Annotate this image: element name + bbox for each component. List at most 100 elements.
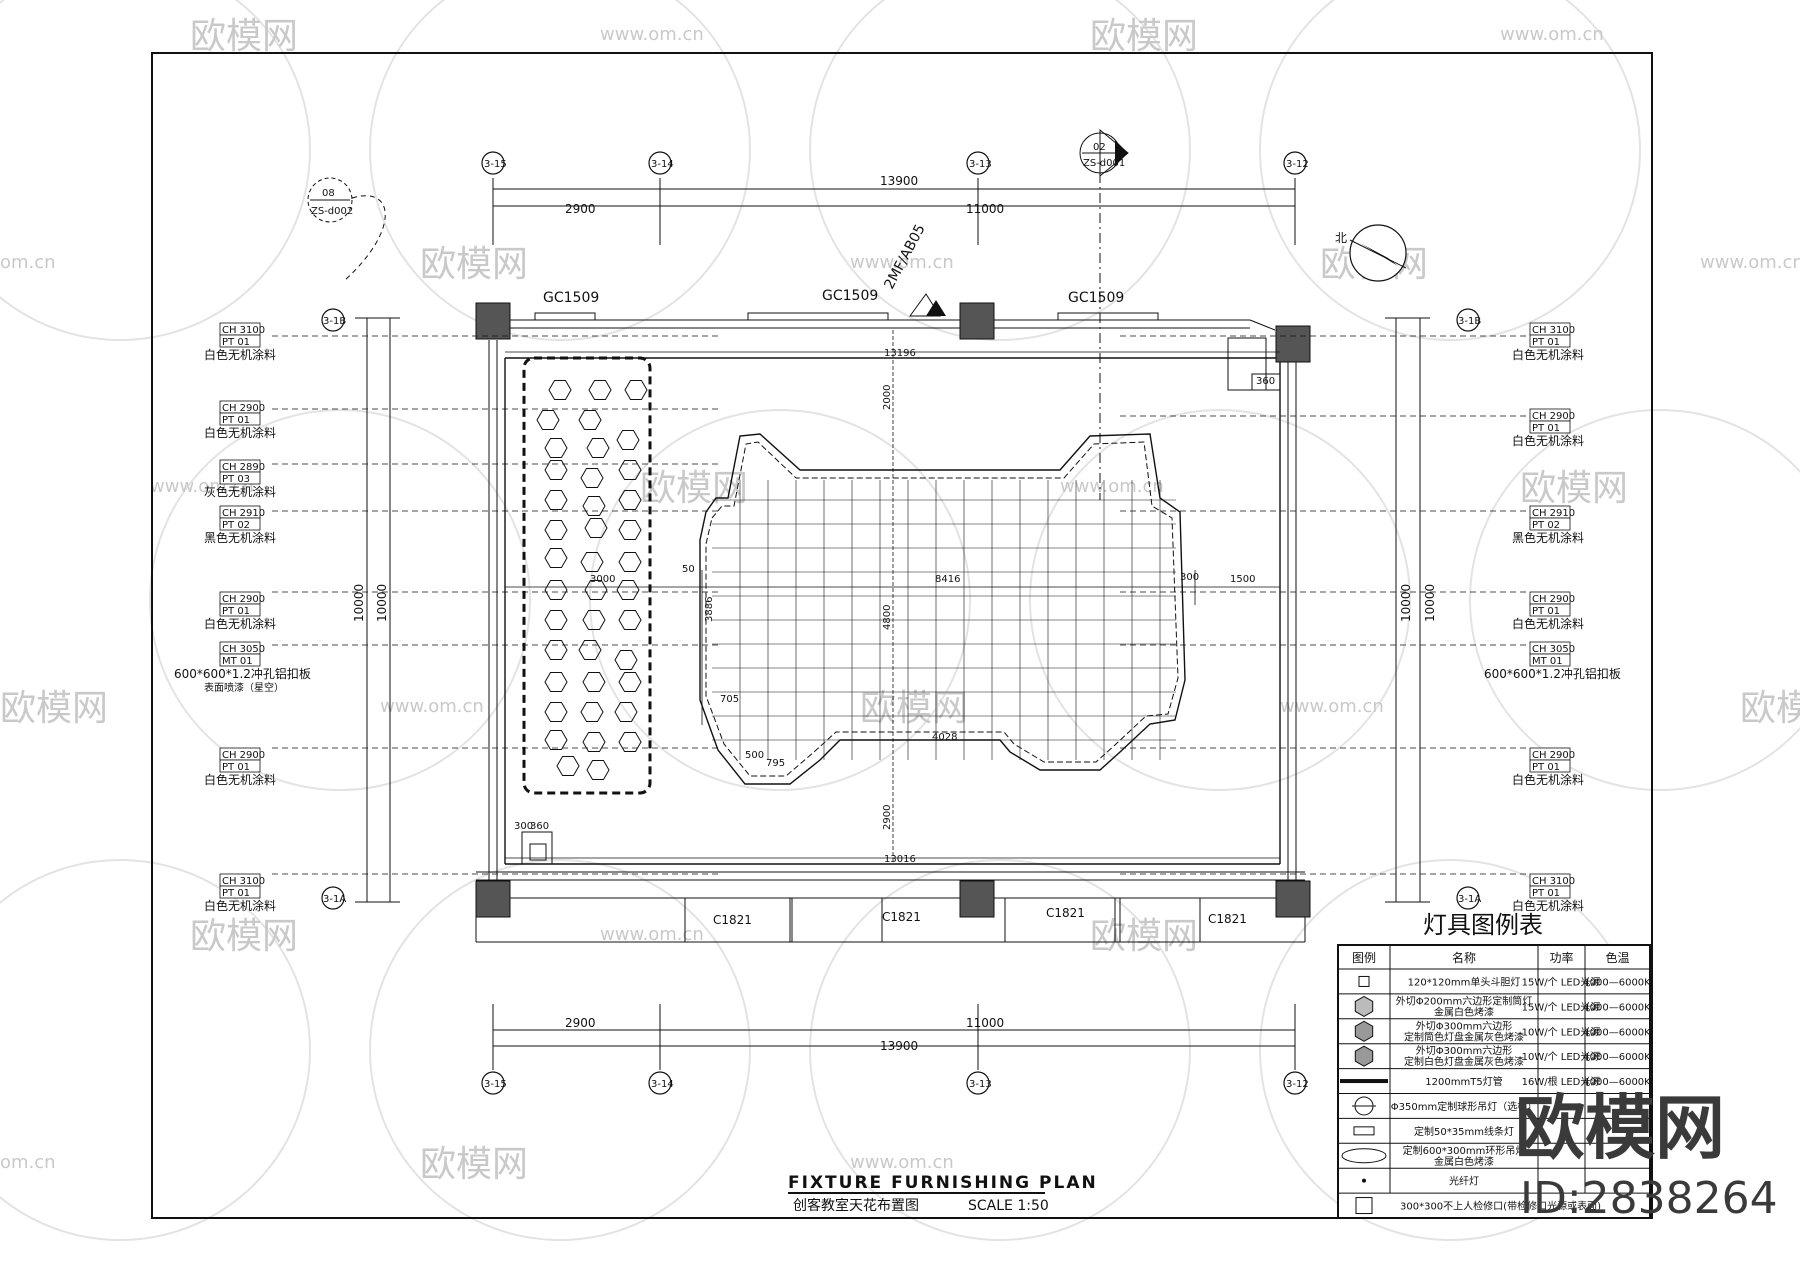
legend-name: 定制筒色灯盘金属灰色烤漆 — [1404, 1030, 1524, 1043]
hexagon-light — [544, 460, 568, 480]
dim-inner-width-top: 13196 — [884, 348, 916, 359]
watermark-ring — [369, 859, 751, 1241]
window-tag: C1821 — [713, 913, 752, 927]
legend-header: 名称 — [1452, 950, 1476, 965]
legend-name: 外切Φ300mm六边形 — [1416, 1045, 1512, 1057]
tag-box — [1529, 759, 1571, 773]
watermark-site: www.om.cn — [380, 696, 484, 717]
legend-power: 16W/根 LED光源 — [1522, 1075, 1601, 1088]
tag-code: CH 2900 — [222, 403, 265, 414]
watermark-brand: 欧模网 — [1090, 916, 1198, 957]
legend-power: 15W/个 LED光源 — [1522, 1000, 1601, 1013]
hexagon-lights — [536, 380, 648, 780]
hexagon-light — [580, 552, 604, 572]
dim-height-inner: 10000 — [1423, 584, 1437, 622]
hexagon-light — [544, 730, 568, 750]
axis-label: 3-13 — [969, 1079, 992, 1090]
legend-temp: 4000—6000K — [1583, 1077, 1651, 1088]
watermark-layer: 欧模网 www.om.cn 欧模网 www.om.cn om.cn 欧模网 ww… — [0, 0, 1800, 1241]
tag-code: PT 01 — [1532, 606, 1560, 617]
watermark-site: www.om.cn — [850, 252, 954, 273]
tag-code: CH 2910 — [222, 508, 265, 519]
legend-power: 10W/个 LED光源 — [1522, 1050, 1601, 1063]
tag-material: 白色无机涂料 — [204, 616, 276, 631]
hexagon-light — [536, 410, 560, 430]
hexagon-light — [614, 650, 638, 670]
tag-code: PT 01 — [222, 888, 250, 899]
top-dimensions — [492, 178, 1296, 245]
tag-box — [219, 412, 261, 426]
window-tag: GC1509 — [1068, 290, 1124, 306]
hexagon-light — [616, 580, 640, 600]
tag-code: CH 2900 — [222, 594, 265, 605]
hexagon-light — [556, 756, 580, 776]
hexagon-light — [544, 490, 568, 510]
fiber-light-icon — [1362, 1178, 1366, 1183]
hexagon-light — [618, 610, 642, 630]
dim-height-inner: 10000 — [375, 584, 389, 622]
dim-span-right: 11000 — [966, 1016, 1004, 1030]
axis-label: 3-1A — [323, 894, 346, 905]
watermark-brand: 欧模网 — [420, 1144, 528, 1185]
tag-code: PT 03 — [222, 474, 250, 485]
dim-span-left: 2900 — [565, 202, 596, 216]
tag-box — [1529, 334, 1571, 348]
watermark-ring — [1469, 409, 1800, 791]
plan-title-en: FIXTURE FURNISHING PLAN — [788, 1173, 1098, 1193]
tag-code: PT 01 — [222, 606, 250, 617]
hexagon-light — [580, 468, 604, 488]
hexagon-light — [582, 672, 606, 692]
watermark-brand: 欧模网 — [0, 688, 108, 729]
dim-inner-height: 3886 — [704, 597, 715, 622]
hexagon-light — [582, 732, 606, 752]
tag-code: PT 02 — [1532, 520, 1560, 531]
tag-code: CH 3100 — [1532, 325, 1575, 336]
tag-material: 白色无机涂料 — [204, 772, 276, 787]
watermark-site: www.om.cn — [1280, 696, 1384, 717]
legend-temp: 4000—6000K — [1583, 1052, 1651, 1063]
tag-material: 白色无机涂料 — [204, 898, 276, 913]
detail-tag-b: 02 ZS-d001 — [1079, 128, 1129, 500]
hexagon-light — [588, 380, 612, 400]
watermark-brand: 欧模网 — [190, 16, 298, 57]
north-arrow: 北 — [1335, 224, 1407, 282]
window-tag: C1821 — [1208, 912, 1247, 926]
watermark-ring — [1029, 409, 1411, 791]
watermark-brand: 欧模网 — [860, 688, 968, 729]
dim-small-box: 360 — [530, 821, 549, 832]
dim-corner: 500 — [745, 750, 764, 761]
window-tag: GC1509 — [822, 288, 878, 304]
legend-name: 外切Φ300mm六边形 — [1416, 1020, 1512, 1032]
tag-material: 白色无机涂料 — [1512, 772, 1584, 787]
dim-island-width: 4028 — [932, 732, 957, 743]
tag-box — [219, 603, 261, 617]
tag-code: MT 01 — [222, 656, 253, 667]
tag-material: 黑色无机涂料 — [204, 530, 276, 545]
dim-span-right: 11000 — [966, 202, 1004, 216]
tag-code: CH 3050 — [222, 644, 265, 655]
hexagon-light — [544, 640, 568, 660]
legend-name: 1200mmT5灯管 — [1425, 1075, 1502, 1088]
dim-corner: 705 — [720, 694, 739, 705]
inner-dimension-lines — [505, 330, 1280, 864]
dim-right-offset: 1500 — [1230, 574, 1255, 585]
watermark-brand: 欧模网 — [420, 244, 528, 285]
dim-small-box: 300 — [514, 821, 533, 832]
ring-pendant-icon — [1341, 1148, 1387, 1164]
axis-bubbles-side — [321, 308, 1480, 910]
legend-name: 定制600*300mm环形吊灯 — [1403, 1144, 1526, 1157]
hexagon-light — [544, 438, 568, 458]
axis-label: 3-13 — [969, 159, 992, 170]
dim-inner-width-bottom: 13016 — [884, 854, 916, 865]
legend-name: 金属白色烤漆 — [1434, 1005, 1494, 1018]
plan-title-cn: 创客教室天花布置图 — [793, 1197, 919, 1214]
window-tag: C1821 — [1046, 906, 1085, 920]
columns — [475, 302, 1311, 918]
dim-center-width: 8416 — [935, 574, 960, 585]
tag-box — [219, 517, 261, 531]
tag-code: PT 01 — [222, 762, 250, 773]
legend-header: 图例 — [1352, 951, 1376, 965]
dim-left-offset: 3000 — [590, 574, 615, 585]
legend-name: 300*300不上人检修口(带检修口光源或表面) — [1400, 1200, 1601, 1213]
